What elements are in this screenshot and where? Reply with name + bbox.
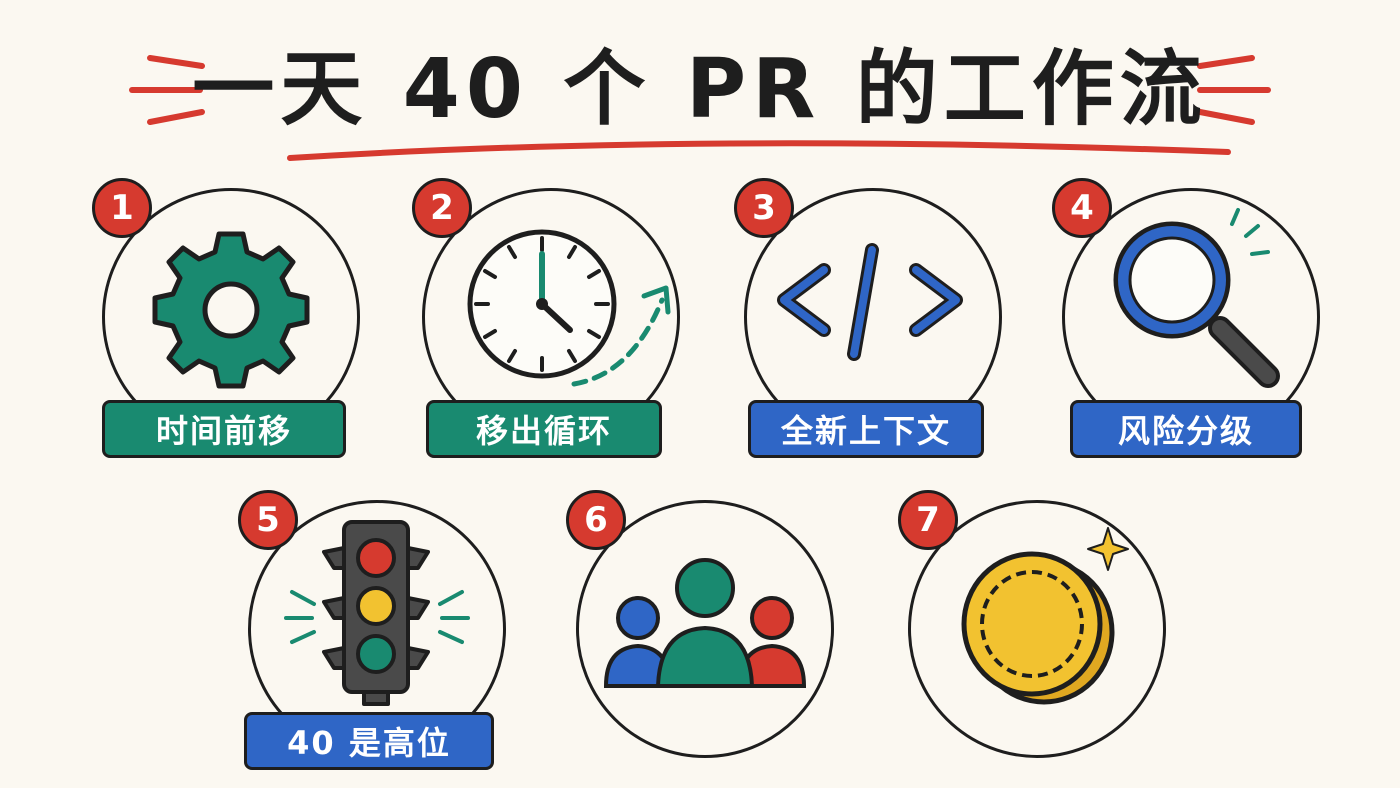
- step-number-badge: 1: [92, 178, 152, 238]
- step-number-badge: 2: [412, 178, 472, 238]
- step-6: 6: [566, 490, 846, 780]
- magnifier-icon: [1113, 208, 1280, 388]
- step-label: 时间前移: [102, 400, 346, 458]
- code-icon: [777, 243, 963, 361]
- people-icon: [603, 558, 807, 688]
- gear-icon: [152, 231, 310, 389]
- step-number-badge: 5: [238, 490, 298, 550]
- step-number-badge: 7: [898, 490, 958, 550]
- step-label: 移出循环: [426, 400, 662, 458]
- clock-icon: [467, 229, 671, 387]
- step-number-badge: 6: [566, 490, 626, 550]
- step-7: 7: [898, 490, 1178, 780]
- step-4: 4 风险分级: [1052, 178, 1332, 468]
- step-number-badge: 3: [734, 178, 794, 238]
- step-label: 全新上下文: [748, 400, 984, 458]
- traffic-light-icon: [284, 520, 470, 706]
- step-label: 40 是高位: [244, 712, 494, 770]
- step-3: 3 全新上下文: [734, 178, 1014, 468]
- coin-icon: [961, 527, 1129, 705]
- step-1: 1 时间前移: [92, 178, 372, 468]
- page-title: 一天 40 个 PR 的工作流: [192, 42, 1208, 137]
- step-number-badge: 4: [1052, 178, 1112, 238]
- step-2: 2 移出循环: [412, 178, 692, 468]
- step-label: 风险分级: [1070, 400, 1302, 458]
- step-5: 5 40 是高位: [238, 490, 518, 780]
